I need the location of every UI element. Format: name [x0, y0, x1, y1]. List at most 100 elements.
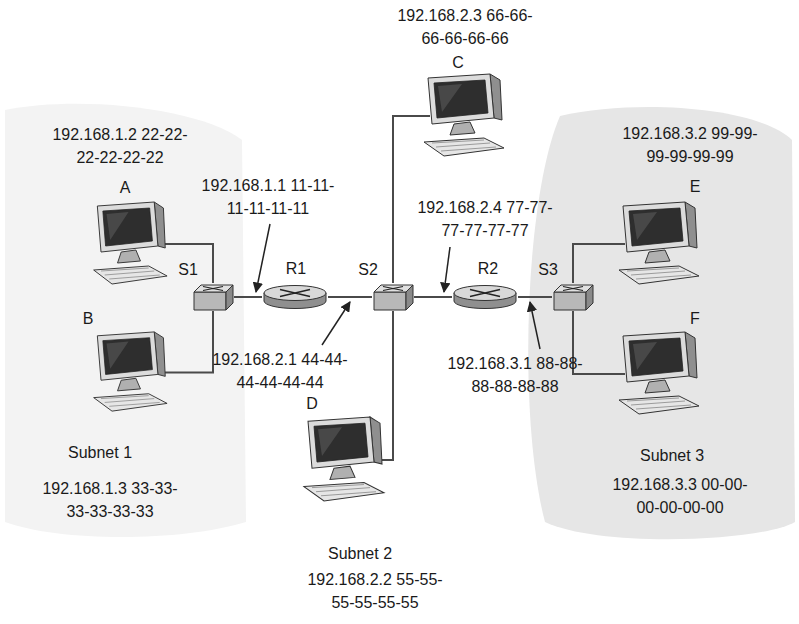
keyboard-keys: [105, 399, 155, 403]
device-name: S1: [178, 258, 198, 281]
host-computer: A192.168.1.2 22-22-22-22-22-22: [90, 200, 168, 288]
monitor-screen: [103, 208, 153, 246]
screen-glare: [438, 84, 462, 112]
monitor-stand: [118, 250, 141, 263]
router-arrows: [470, 290, 500, 297]
screen-glare: [107, 342, 129, 369]
keyboard-keys: [101, 268, 149, 271]
device-name: C: [452, 51, 464, 74]
keyboard-keys: [321, 492, 376, 496]
interface-address: 192.168.2.1 44-44-44-44-44-44: [205, 348, 355, 394]
keyboard: [619, 266, 699, 284]
switch-arrows: [563, 287, 583, 291]
host-computer: B192.168.1.3 33-33-33-33-33-33: [90, 330, 168, 415]
monitor-stand: [645, 380, 670, 393]
monitor-frame: [428, 74, 494, 124]
device-name: A: [120, 176, 131, 199]
pc-icon: [420, 72, 505, 160]
subnet-region: [5, 104, 246, 537]
subnet-region: [528, 107, 795, 539]
monitor-stand: [645, 250, 670, 263]
device-name: B: [83, 307, 94, 330]
network-cable: [165, 244, 213, 283]
device-name: E: [690, 175, 701, 198]
keyboard-keys: [316, 488, 370, 492]
leader-arrow: [256, 224, 270, 292]
switch-node: S1: [192, 283, 234, 311]
keyboard-keys: [627, 268, 679, 271]
host-computer: D192.168.2.2 55-55-55-55-55-55: [300, 415, 385, 505]
subnet-name: Subnet 3: [640, 444, 704, 467]
keyboard-keys: [432, 140, 484, 143]
interface-address: 192.168.3.1 88-88-88-88-88-88: [440, 352, 590, 398]
router-top: [264, 286, 326, 301]
network-cable: [573, 244, 625, 283]
keyboard-keys: [636, 275, 691, 279]
subnet-name: Subnet 2: [328, 542, 392, 565]
device-name: F: [690, 307, 700, 330]
address-label: 192.168.2.3 66-66-66-66-66-66: [390, 4, 540, 50]
switch-front: [554, 292, 586, 310]
router-icon: [452, 284, 518, 310]
keyboard-keys: [436, 143, 490, 147]
switch-arrows: [383, 287, 403, 291]
interface-address: 192.168.1.1 11-11-11-11-11-11: [193, 174, 343, 220]
switch-arrows: [203, 287, 223, 291]
keyboard-keys: [636, 405, 691, 409]
switch-node: S3: [552, 283, 594, 311]
pc-icon: [90, 330, 168, 415]
switch-front: [194, 292, 226, 310]
pc-icon: [300, 415, 385, 505]
switch-icon: [372, 283, 414, 311]
address-label: 192.168.3.3 00-00-00-00-00-00: [605, 473, 755, 519]
network-cable: [234, 296, 262, 298]
keyboard-keys: [631, 401, 685, 405]
device-name: R1: [286, 257, 306, 280]
keyboard: [304, 483, 384, 501]
keyboard-keys: [312, 485, 364, 488]
switch-node: S2: [372, 283, 414, 311]
network-cable: [165, 311, 213, 373]
screen-glare: [318, 427, 342, 456]
monitor-screen: [629, 338, 683, 376]
keyboard-keys: [105, 271, 155, 275]
switch-icon: [552, 283, 594, 311]
monitor-frame: [97, 202, 158, 252]
address-label: 192.168.2.2 55-55-55-55-55-55: [300, 568, 450, 614]
switch-side: [406, 285, 413, 310]
keyboard: [424, 138, 504, 156]
device-name: S3: [538, 258, 558, 281]
monitor-frame: [308, 417, 374, 468]
address-label: 192.168.3.2 99-99-99-99-99-99: [615, 122, 765, 168]
host-computer: C192.168.2.3 66-66-66-66-66-66: [420, 72, 505, 160]
leader-arrow: [322, 302, 350, 345]
keyboard-keys: [631, 271, 685, 275]
address-label: 192.168.1.3 33-33-33-33-33-33: [35, 477, 185, 523]
leader-arrow: [444, 247, 450, 292]
keyboard-keys: [109, 402, 159, 406]
network-cable: [382, 311, 393, 460]
keyboard: [619, 396, 699, 414]
switch-icon: [192, 283, 234, 311]
pc-icon: [90, 200, 168, 288]
device-name: D: [306, 392, 318, 415]
subnet-name: Subnet 1: [68, 441, 132, 464]
monitor-frame: [97, 332, 158, 380]
monitor-screen: [103, 338, 153, 375]
address-label: 192.168.1.2 22-22-22-22-22-22: [45, 123, 195, 169]
host-computer: F192.168.3.3 00-00-00-00-00-00: [615, 330, 700, 418]
monitor-stand: [118, 378, 141, 391]
switch-front: [374, 292, 406, 310]
keyboard-keys: [109, 275, 159, 279]
switch-side: [226, 285, 233, 310]
network-cable: [414, 296, 452, 298]
device-name: R2: [478, 257, 498, 280]
monitor-screen: [629, 208, 683, 246]
network-cable: [328, 296, 372, 298]
network-cable: [518, 296, 552, 298]
router-top: [454, 286, 516, 301]
screen-glare: [107, 212, 129, 240]
host-computer: E192.168.3.2 99-99-99-99-99-99: [615, 200, 700, 288]
